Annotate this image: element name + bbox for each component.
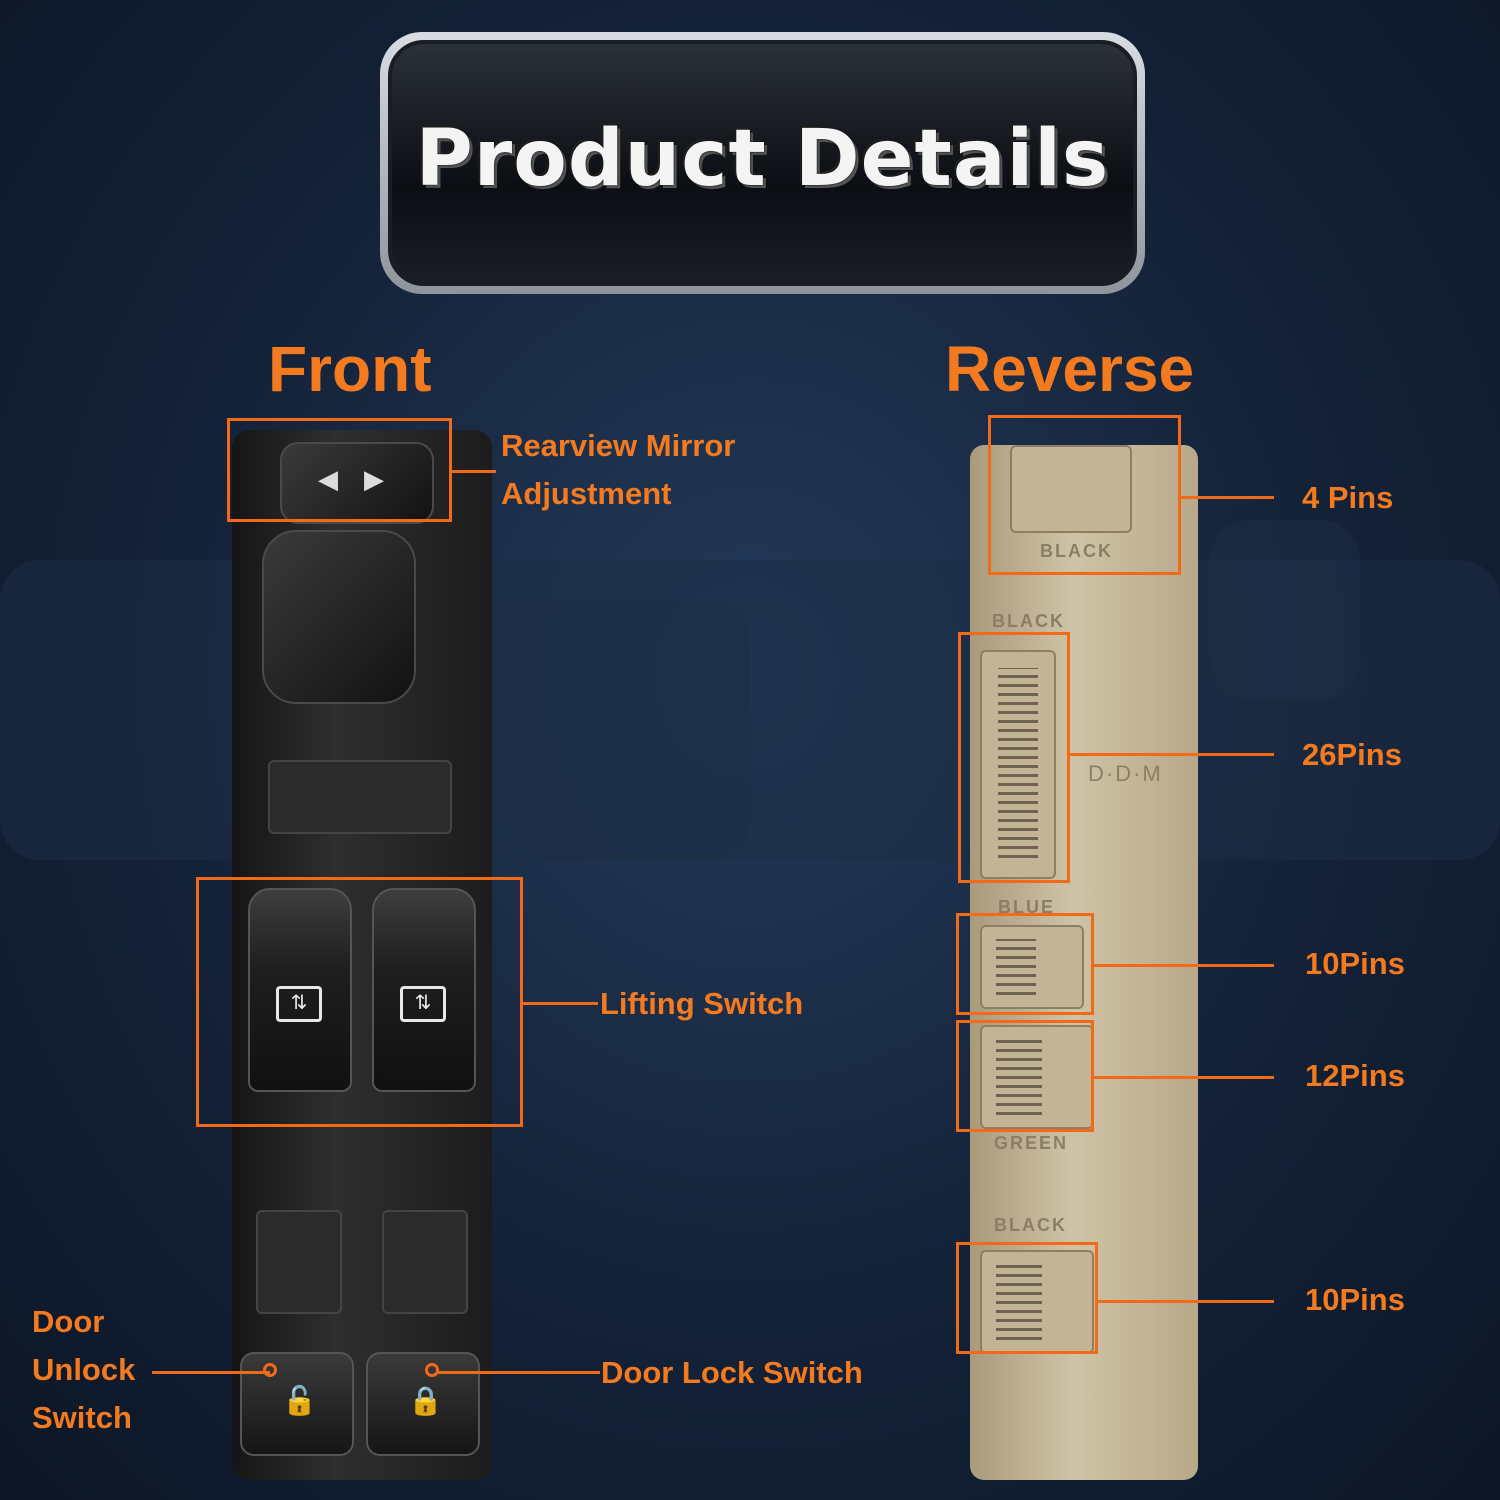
lifting-switch-right: ⇅ <box>372 888 476 1092</box>
pins4-leader-line <box>1181 496 1274 499</box>
mirror-highlight-box <box>227 418 452 522</box>
unlock-label-line1: Door <box>32 1304 105 1339</box>
pins12-leader-line <box>1094 1076 1274 1079</box>
pins10a-highlight-box <box>956 913 1094 1015</box>
unlock-marker-dot <box>263 1363 277 1377</box>
connector-10pin-b <box>980 1250 1094 1354</box>
pins4-highlight-box <box>988 415 1181 575</box>
pins26-leader-line <box>1070 753 1274 756</box>
connector-10pin-a <box>980 925 1084 1009</box>
lifting-leader-line <box>523 1002 598 1005</box>
background-switch-right <box>1210 520 1360 700</box>
door-lock-button: 🔒 <box>366 1352 480 1456</box>
mirror-label-line1: Rearview Mirror <box>501 428 736 463</box>
unlock-icon: 🔓 <box>282 1385 317 1416</box>
arrow-right-icon: ▶ <box>364 464 384 494</box>
pins10b-leader-line <box>1098 1300 1274 1303</box>
mirror-joystick <box>262 530 416 704</box>
lifting-label: Lifting Switch <box>600 986 804 1021</box>
mirror-label: Rearview Mirror Adjustment <box>501 422 735 518</box>
mirror-toggle-button: ◀ ▶ <box>280 442 434 524</box>
pins10b-highlight-box <box>956 1242 1098 1354</box>
pins10a-leader-line <box>1094 964 1274 967</box>
label-blue: BLUE <box>998 897 1055 917</box>
lock-marker-dot <box>425 1363 439 1377</box>
lock-icon: 🔒 <box>408 1385 443 1416</box>
background-switch-left <box>490 600 750 860</box>
label-black-top: BLACK <box>1040 541 1113 561</box>
mirror-leader-line <box>452 470 496 473</box>
pins4-label: 4 Pins <box>1302 480 1394 515</box>
title-banner: Product Details <box>380 32 1145 294</box>
pin-array <box>998 668 1038 858</box>
pins26-highlight-box <box>958 632 1070 883</box>
title-banner-inner: Product Details <box>388 40 1137 286</box>
unlock-label-line2: Unlock <box>32 1352 136 1387</box>
pin-array <box>996 1264 1042 1340</box>
label-green: GREEN <box>994 1133 1069 1153</box>
reverse-title: Reverse <box>945 333 1195 405</box>
blank-bar <box>268 760 452 834</box>
lock-label: Door Lock Switch <box>601 1355 863 1390</box>
connector-12pin <box>980 1025 1094 1129</box>
label-black-second: BLACK <box>992 611 1065 631</box>
label-ddm: D·D·M <box>1088 761 1163 786</box>
pins12-highlight-box <box>956 1020 1094 1132</box>
unlock-leader-line <box>152 1371 270 1374</box>
pins12-label: 12Pins <box>1305 1058 1405 1093</box>
lifting-switch-left: ⇅ <box>248 888 352 1092</box>
label-black-bottom: BLACK <box>994 1215 1067 1235</box>
window-icon: ⇅ <box>400 986 446 1022</box>
arrow-left-icon: ◀ <box>318 464 338 494</box>
reverse-switch-panel: BLACK BLACK D·D·M BLUE GREEN BLACK <box>970 445 1198 1480</box>
pins26-label: 26Pins <box>1302 737 1402 772</box>
pin-array <box>996 1039 1042 1115</box>
mirror-label-line2: Adjustment <box>501 476 672 511</box>
window-icon: ⇅ <box>276 986 322 1022</box>
pins10b-label: 10Pins <box>1305 1282 1405 1317</box>
lifting-highlight-box <box>196 877 523 1127</box>
lock-leader-line <box>438 1371 600 1374</box>
page-title: Product Details <box>415 114 1110 204</box>
connector-4pin <box>1010 445 1132 533</box>
rear-window-switch-left <box>256 1210 342 1314</box>
front-switch-panel: ◀ ▶ ⇅ ⇅ 🔓 🔒 <box>232 430 492 1480</box>
pin-array <box>996 939 1036 995</box>
front-title: Front <box>268 333 432 405</box>
unlock-label: Door Unlock Switch <box>32 1298 135 1442</box>
unlock-label-line3: Switch <box>32 1400 132 1435</box>
pins10a-label: 10Pins <box>1305 946 1405 981</box>
door-unlock-button: 🔓 <box>240 1352 354 1456</box>
connector-26pin <box>980 650 1056 879</box>
rear-window-switch-right <box>382 1210 468 1314</box>
